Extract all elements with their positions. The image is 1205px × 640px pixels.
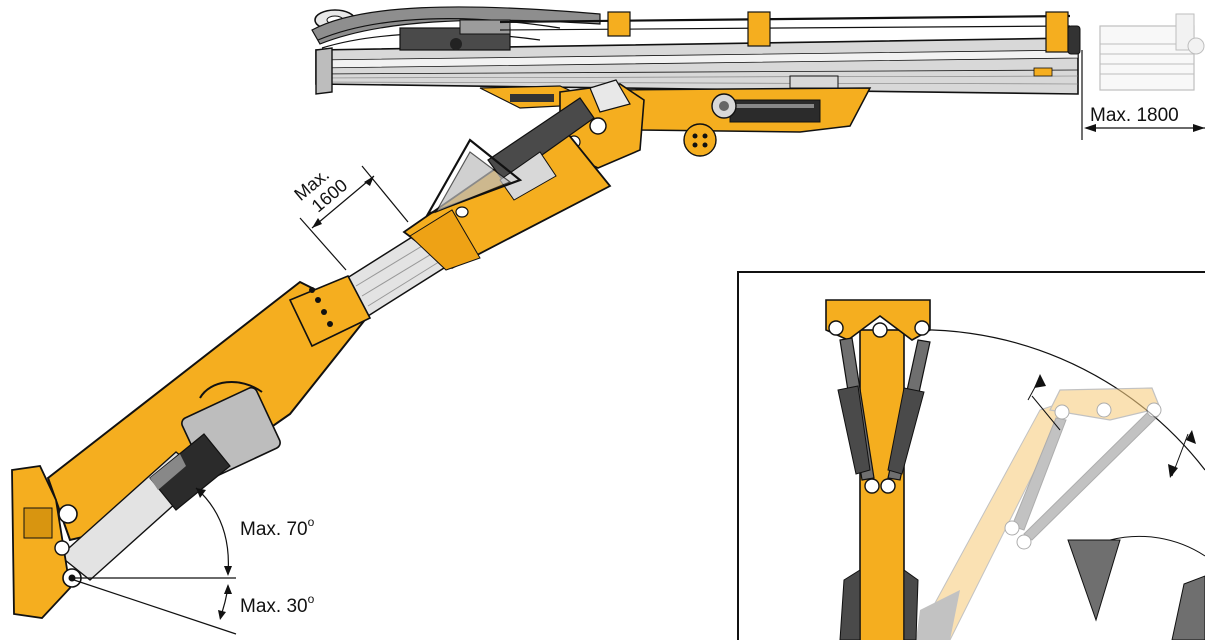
feed-beam	[311, 6, 1081, 95]
boom-head	[479, 79, 872, 169]
swung-arm-ghost	[914, 387, 1162, 640]
dimension-lift-angles	[73, 487, 237, 635]
lower-boom	[11, 274, 372, 619]
lift-up-label: Max. 70o	[240, 515, 315, 540]
lift-down-label: Max. 30o	[240, 592, 315, 617]
lift-up-degree: o	[308, 515, 315, 529]
boom-extension-label: Max. 1600	[290, 164, 351, 216]
lift-down-value: Max. 30	[240, 596, 308, 617]
dimension-feed-extension	[1081, 50, 1205, 140]
feed-extended-ghost	[1099, 13, 1205, 91]
dimension-boom-extension	[299, 165, 409, 271]
lift-down-degree: o	[308, 592, 315, 606]
inset-swing-detail	[737, 271, 1205, 640]
lift-up-value: Max. 70	[240, 519, 308, 540]
main-arm	[825, 299, 931, 640]
feed-extension-label: Max. 1800	[1090, 105, 1179, 126]
upper-boom	[342, 97, 612, 318]
